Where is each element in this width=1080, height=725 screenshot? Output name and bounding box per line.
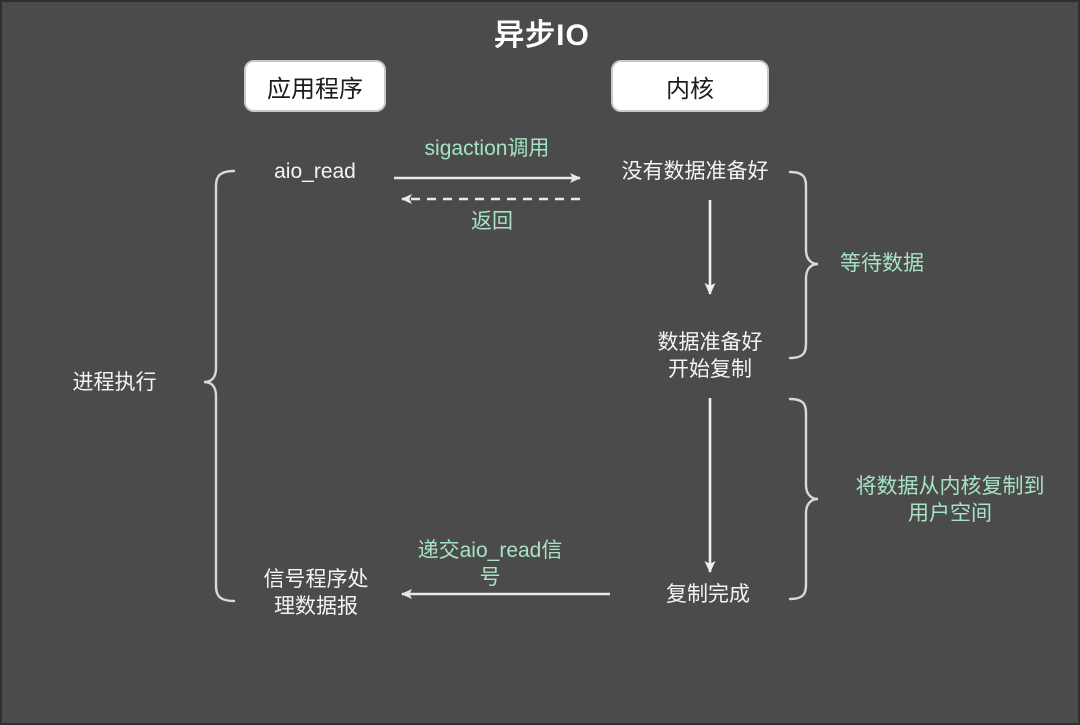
node-no-data-ready: 没有数据准备好 — [621, 160, 769, 183]
lane-box-kernel: 内核 — [611, 60, 769, 112]
node-aio-read: aio_read — [274, 160, 356, 183]
message-sigaction-call: sigaction调用 — [424, 137, 550, 160]
node-data-ready-start-copy: 数据准备好 开始复制 — [657, 331, 763, 381]
node-copy-complete: 复制完成 — [666, 583, 750, 606]
brace-copy-kernel-to-user — [788, 397, 819, 601]
lane-box-kernel-label: 内核 — [666, 75, 714, 103]
message-deliver-signal: 递交aio_read信 号 — [417, 539, 563, 589]
message-return: 返回 — [471, 210, 513, 233]
brace-label-copy-kernel-to-user: 将数据从内核复制到 用户空间 — [855, 475, 1045, 525]
lane-box-application: 应用程序 — [244, 60, 386, 112]
lane-box-application-label: 应用程序 — [267, 75, 363, 103]
brace-label-waiting-for-data: 等待数据 — [840, 252, 924, 275]
node-signal-handler: 信号程序处 理数据报 — [263, 568, 369, 618]
page-title: 异步IO — [494, 19, 590, 52]
brace-process-execution — [203, 169, 236, 603]
brace-label-process-execution: 进程执行 — [72, 371, 157, 394]
